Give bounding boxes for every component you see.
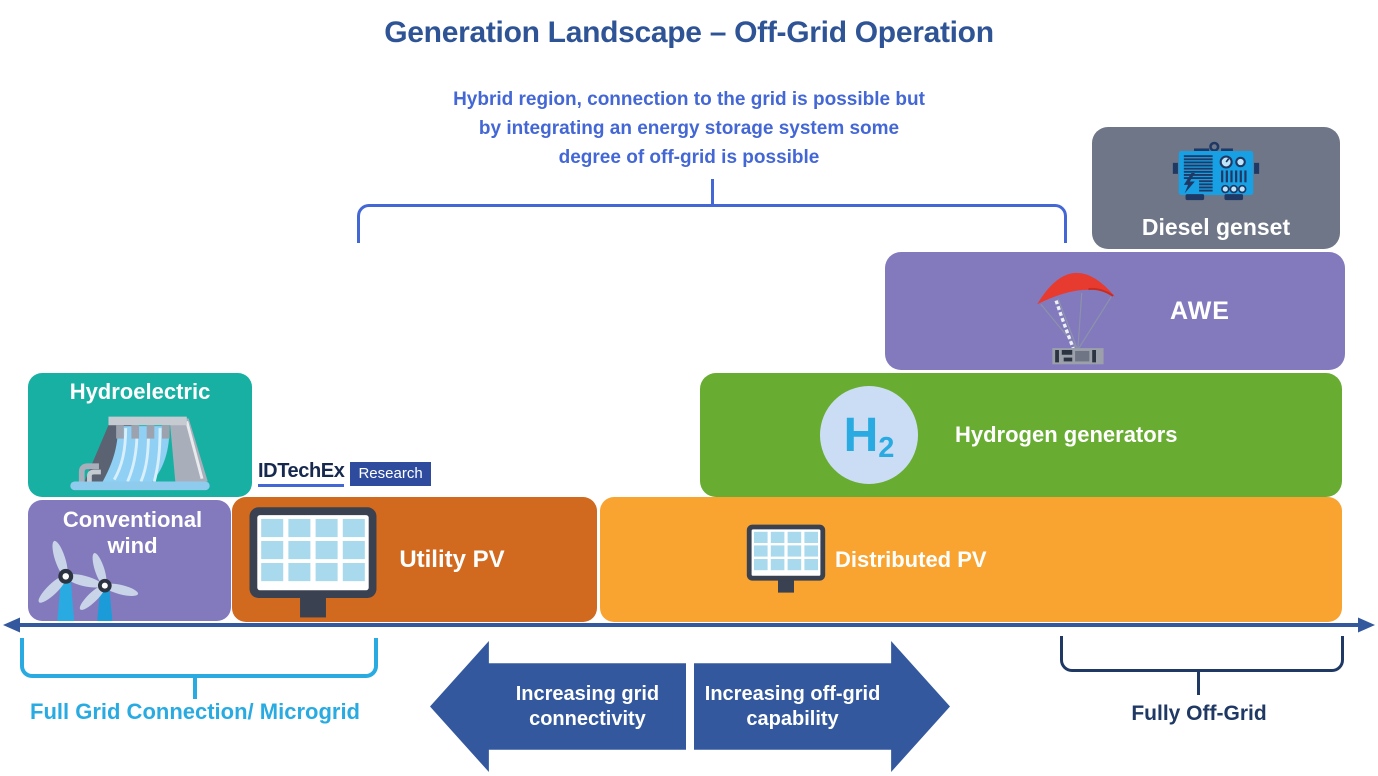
hydroelectric-label: Hydroelectric xyxy=(69,379,211,404)
conventional-wind-label: Conventional wind xyxy=(62,507,203,558)
arrow-right-label: Increasing off-grid capability xyxy=(704,682,881,730)
block-distributed-pv: Distributed PV xyxy=(600,497,1342,622)
fully-offgrid-bracket-stem xyxy=(1197,669,1200,695)
distributed-pv-label: Distributed PV xyxy=(835,546,987,572)
fully-offgrid-bracket xyxy=(1060,636,1344,672)
idtechex-logo-brand: IDTechEx xyxy=(258,460,345,487)
full-grid-bracket-stem xyxy=(193,674,197,699)
block-hydroelectric: Hydroelectric xyxy=(28,373,252,497)
fully-offgrid-label: Fully Off-Grid xyxy=(1131,702,1267,725)
awe-kite-icon xyxy=(1037,272,1115,365)
hybrid-region-bracket xyxy=(357,204,1067,243)
block-diesel-genset: Diesel genset xyxy=(1092,127,1340,249)
hybrid-note-line-2: by integrating an energy storage system … xyxy=(478,118,900,139)
full-grid-bracket xyxy=(20,638,378,678)
grid-axis-arrow xyxy=(3,617,1375,633)
full-grid-label: Full Grid Connection/ Microgrid xyxy=(30,699,360,724)
hybrid-bracket-stem xyxy=(711,179,714,206)
block-awe: AWE xyxy=(885,252,1345,370)
utility-pv-label: Utility PV xyxy=(399,545,505,573)
awe-label: AWE xyxy=(1170,296,1230,325)
solar-panel-icon xyxy=(746,524,826,593)
hydrogen-generators-label: Hydrogen generators xyxy=(955,422,1178,447)
page-title: Generation Landscape – Off-Grid Operatio… xyxy=(384,16,994,49)
block-conventional-wind: Conventional wind xyxy=(28,500,231,621)
diesel-genset-label: Diesel genset xyxy=(1141,214,1291,240)
idtechex-logo-division: Research xyxy=(350,461,431,486)
idtechex-logo: IDTechEx Research xyxy=(258,460,431,487)
hybrid-region-note: Hybrid region, connection to the grid is… xyxy=(0,85,1378,172)
hybrid-note-line-3: degree of off-grid is possible xyxy=(558,147,820,168)
increasing-grid-connectivity-arrow: Increasing grid connectivity xyxy=(430,641,686,772)
wind-turbines-icon xyxy=(38,540,139,621)
increasing-offgrid-capability-arrow: Increasing off-grid capability xyxy=(694,641,950,772)
hydro-dam-icon xyxy=(70,416,210,491)
solar-panel-icon xyxy=(249,507,377,618)
block-utility-pv: Utility PV xyxy=(232,497,597,622)
arrow-left-label: Increasing grid connectivity xyxy=(515,682,660,730)
hybrid-note-line-1: Hybrid region, connection to the grid is… xyxy=(453,89,925,110)
diesel-generator-icon xyxy=(1172,141,1260,201)
